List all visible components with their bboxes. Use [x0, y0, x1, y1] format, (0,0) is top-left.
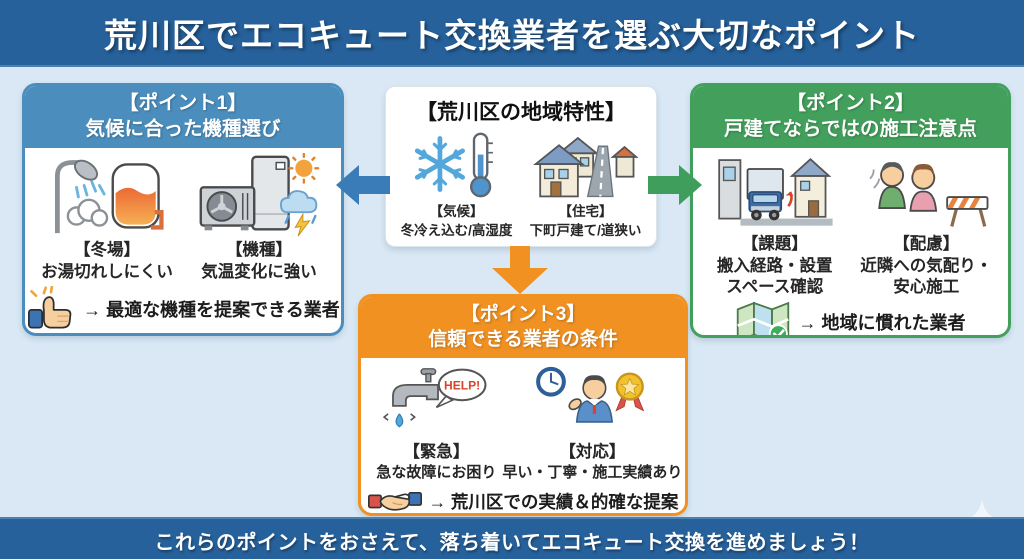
emergency-item: HELP! 【緊急】 急な故障にお困り — [367, 362, 506, 482]
point2-conclusion: → 地域に慣れた業者 — [693, 300, 1008, 335]
point1-title-line1: 【ポイント1】 — [119, 92, 247, 114]
point1-conclusion: → 最適な機種を提案できる業者 — [25, 285, 341, 332]
point3-header: 【ポイント3】 信頼できる業者の条件 — [361, 297, 685, 359]
emergency-item-label: 【緊急】 — [403, 443, 470, 462]
climate-item-desc: 冬冷え込む/高湿度 — [400, 223, 513, 239]
downtown-houses-road-icon — [533, 136, 639, 198]
challenge-icon-area — [715, 152, 835, 232]
consideration-item-label: 【配慮】 — [893, 235, 960, 254]
winter-item: 【冬場】 お湯切れしにくい — [31, 152, 183, 282]
region-panel-title: 【荒川区の地域特性】 — [416, 101, 626, 124]
point3-conclusion-text: → 荒川区での実績＆的確な提案 — [428, 491, 679, 512]
point2-panel: 【ポイント2】 戸建てならではの施工注意点 — [690, 83, 1011, 338]
housing-item-desc: 下町戸建て/道狭い — [529, 223, 642, 239]
point1-items-row: 【冬場】 お湯切れしにくい — [25, 148, 341, 282]
response-item: 【対応】 早い・丁寧・施工実績あり — [502, 362, 682, 482]
heat-pump-weather-icon — [199, 153, 320, 237]
help-bubble-text: HELP! — [444, 379, 480, 393]
point3-title-line2: 信頼できる業者の条件 — [428, 329, 618, 351]
handshake-icon — [367, 492, 422, 512]
challenge-item-desc: 搬入経路・設置 スペース確認 — [717, 256, 833, 296]
consideration-item-desc: 近隣への気配り・ 安心施工 — [860, 256, 993, 296]
snowflake-thermometer-icon — [414, 132, 493, 198]
model-item-label: 【機種】 — [226, 241, 292, 260]
local-map-check-icon — [737, 302, 790, 335]
point3-items-row: HELP! 【緊急】 急な故障にお困り — [361, 358, 685, 482]
region-characteristics-panel: 【荒川区の地域特性】 — [385, 86, 657, 247]
bottom-banner: これらのポイントをおさえて、落ち着いてエコキュート交換を進めましょう！ — [0, 517, 1024, 559]
model-item-desc: 気温変化に強い — [201, 262, 317, 281]
thumbs-up-icon — [28, 285, 72, 329]
point3-conclusion: → 荒川区での実績＆的確な提案 — [361, 483, 685, 513]
consideration-icon-area — [859, 152, 994, 232]
footer-message: これらのポイントをおさえて、落ち着いてエコキュート交換を進めましょう！ — [154, 531, 870, 554]
region-items-row: 【気候】 冬冷え込む/高湿度 — [386, 126, 656, 240]
point1-conclusion-text: → 最適な機種を提案できる業者 — [83, 299, 340, 320]
housing-icon-area — [528, 130, 643, 200]
clock-staff-medal-icon — [536, 366, 645, 423]
right-arrow-icon — [648, 165, 702, 205]
consideration-item: 【配慮】 近隣への気配り・ 安心施工 — [851, 152, 1003, 297]
point2-items-row: 【課題】 搬入経路・設置 スペース確認 — [693, 148, 1008, 297]
challenge-item: 【課題】 搬入経路・設置 スペース確認 — [699, 152, 851, 297]
point2-title-line1: 【ポイント2】 — [786, 92, 915, 114]
point2-conclusion-text: → 地域に慣れた業者 — [798, 313, 966, 334]
housing-item-label: 【住宅】 — [558, 204, 613, 219]
climate-item: 【気候】 冬冷え込む/高湿度 — [392, 130, 521, 240]
winter-icon-area — [45, 152, 170, 238]
broken-faucet-icon: HELP! — [383, 368, 487, 428]
response-item-desc: 早い・丁寧・施工実績あり — [502, 463, 683, 481]
left-arrow-icon — [336, 165, 390, 205]
climate-item-label: 【気候】 — [429, 204, 484, 219]
bowing-neighbors-icon — [869, 162, 989, 228]
page-title: 荒川区でエコキュート交換業者を選ぶ大切なポイント — [104, 16, 920, 54]
response-item-label: 【対応】 — [559, 443, 626, 462]
shower-hot-water-tank-icon — [54, 160, 164, 234]
top-banner: 荒川区でエコキュート交換業者を選ぶ大切なポイント — [0, 0, 1024, 67]
point1-panel: 【ポイント1】 気候に合った機種選び — [22, 83, 344, 336]
point1-header: 【ポイント1】 気候に合った機種選び — [25, 86, 341, 149]
model-icon-area — [194, 152, 324, 238]
response-icon-area — [517, 362, 667, 440]
point3-title-line1: 【ポイント3】 — [460, 304, 586, 325]
emergency-item-desc: 急な故障にお困り — [376, 463, 497, 481]
point2-title-line2: 戸建てならではの施工注意点 — [724, 117, 977, 140]
climate-icon-area — [409, 130, 504, 200]
point2-header: 【ポイント2】 戸建てならではの施工注意点 — [693, 86, 1008, 149]
down-arrow-icon — [492, 246, 548, 294]
winter-item-desc: お湯切れしにくい — [41, 262, 173, 281]
delivery-truck-houses-icon — [718, 158, 833, 227]
point1-title-line2: 気候に合った機種選び — [85, 117, 281, 140]
challenge-item-label: 【課題】 — [741, 235, 808, 254]
winter-item-label: 【冬場】 — [74, 241, 140, 260]
model-item: 【機種】 気温変化に強い — [183, 152, 335, 282]
point3-panel: 【ポイント3】 信頼できる業者の条件 HELP! 【 — [358, 294, 688, 516]
housing-item: 【住宅】 下町戸建て/道狭い — [521, 130, 650, 240]
emergency-icon-area: HELP! — [372, 362, 500, 440]
